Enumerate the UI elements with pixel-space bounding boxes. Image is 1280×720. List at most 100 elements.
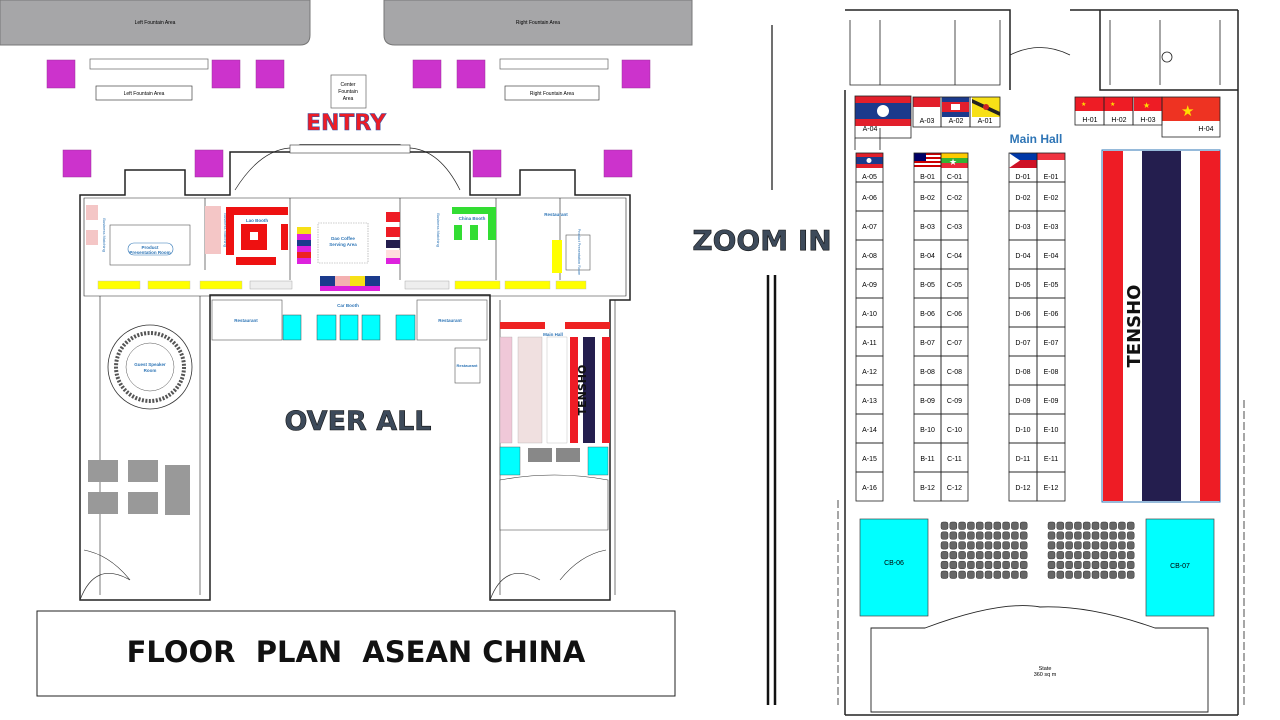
booth-label-E-11: E-11	[1044, 456, 1058, 463]
seat	[967, 570, 975, 579]
booth-label-C-10: C-10	[947, 427, 962, 434]
seat	[984, 521, 993, 530]
seat	[1047, 570, 1056, 579]
booth-label-E-07: E-07	[1044, 340, 1059, 347]
booth-label-A-07: A-07	[862, 224, 877, 231]
flag-malaysia-b01	[914, 153, 941, 168]
seat	[940, 551, 949, 560]
booth-label-A-15: A-15	[862, 456, 877, 463]
seat	[949, 531, 958, 540]
booth-label-B-11: B-11	[920, 456, 934, 463]
booth-label-D-06: D-06	[1015, 311, 1030, 318]
booth-label-C-07: C-07	[947, 340, 962, 347]
booth-A-16	[855, 471, 884, 502]
tensho-booth	[1101, 149, 1221, 503]
booth-cb-07	[1145, 518, 1215, 617]
seat	[1019, 551, 1028, 560]
seat	[975, 570, 984, 579]
booth-label-A-10: A-10	[862, 311, 877, 318]
center-fountain-label: Center	[340, 82, 355, 88]
entry-label: ENTRY	[306, 111, 387, 136]
seat	[1091, 570, 1100, 579]
booth-label-E-02: E-02	[1044, 195, 1059, 202]
overall-label: OVER ALL	[284, 406, 431, 437]
booth-label-D-12: D-12	[1015, 485, 1030, 492]
seat	[1109, 521, 1117, 530]
stage	[870, 605, 1209, 713]
seat	[1019, 570, 1028, 579]
svg-text:★: ★	[1143, 101, 1150, 110]
seat	[1056, 541, 1065, 550]
car-booth-flags	[320, 276, 380, 291]
seat	[1082, 521, 1091, 530]
svg-text:★: ★	[1081, 101, 1086, 108]
flag-indonesia-a03	[913, 97, 940, 117]
booth-label-A-09: A-09	[862, 282, 877, 289]
seat	[1082, 551, 1091, 560]
seat	[958, 551, 966, 560]
booth-label-B-09: B-09	[920, 398, 935, 405]
svg-text:★: ★	[1110, 101, 1115, 108]
seat	[1126, 570, 1135, 579]
seat	[1065, 521, 1073, 530]
booth-label-A-11: A-11	[862, 340, 876, 347]
seat	[949, 541, 958, 550]
seat	[967, 551, 975, 560]
seat	[1074, 560, 1082, 569]
booth-label-D-08: D-08	[1015, 369, 1030, 376]
svg-text:Restaurant: Restaurant	[438, 318, 462, 323]
booth-label-C-08: C-08	[947, 369, 962, 376]
flag-china-h01: ★	[1075, 97, 1104, 111]
zoom-main-hall: ★ ★ ★ ★ A-04 A-03 A-02 A-01 H-01 H-02 H-…	[837, 9, 1245, 716]
seat	[1011, 570, 1019, 579]
booth-label-D-05: D-05	[1015, 282, 1030, 289]
seat	[1074, 541, 1082, 550]
seat	[1056, 521, 1065, 530]
seat	[984, 551, 993, 560]
seat	[993, 570, 1002, 579]
seat	[1100, 531, 1109, 540]
car-booths	[282, 314, 416, 341]
booth-label-C-11: C-11	[947, 456, 962, 463]
booth-label-B-02: B-02	[920, 195, 935, 202]
seat	[940, 531, 949, 540]
china-booth	[452, 207, 496, 240]
flag-cambodia-a02	[942, 97, 969, 117]
seat	[1011, 551, 1019, 560]
seat	[993, 541, 1002, 550]
seat	[1091, 531, 1100, 540]
seat	[1011, 531, 1019, 540]
booth-label-D-04: D-04	[1015, 253, 1030, 260]
seat	[949, 521, 958, 530]
seat	[1056, 531, 1065, 540]
seat	[1082, 560, 1091, 569]
booth-label-E-01: E-01	[1044, 174, 1059, 181]
seat	[993, 531, 1002, 540]
seat	[967, 531, 975, 540]
right-fountain-box-label: Right Fountain Area	[530, 91, 574, 97]
booth-label-D-01: D-01	[1015, 174, 1030, 181]
booth-label-D-03: D-03	[1015, 224, 1030, 231]
tensho-label: TENSHO	[1124, 285, 1145, 368]
seat	[1109, 541, 1117, 550]
booth-label-D-02: D-02	[1015, 195, 1030, 202]
booth-label-A-14: A-14	[862, 427, 877, 434]
booth-label-A-04: A-04	[863, 126, 878, 133]
seat	[1126, 531, 1135, 540]
seat	[1019, 541, 1028, 550]
seat	[940, 541, 949, 550]
booth-label-A-02: A-02	[949, 118, 964, 125]
booth-label-B-05: B-05	[920, 282, 935, 289]
seat	[1126, 541, 1135, 550]
seat	[1047, 521, 1056, 530]
booth-label-E-05: E-05	[1044, 282, 1059, 289]
booth-label-E-08: E-08	[1044, 369, 1059, 376]
seat	[1074, 570, 1082, 579]
seat	[1047, 541, 1056, 550]
svg-text:Main Hall: Main Hall	[543, 332, 563, 337]
zoom-in-label: ZOOM IN	[692, 224, 831, 257]
booth-label-H-01: H-01	[1082, 117, 1097, 124]
fountain-booths	[46, 59, 651, 178]
left-fountain-label: Left Fountain Area	[135, 20, 176, 26]
booth-cb-06	[859, 518, 929, 617]
